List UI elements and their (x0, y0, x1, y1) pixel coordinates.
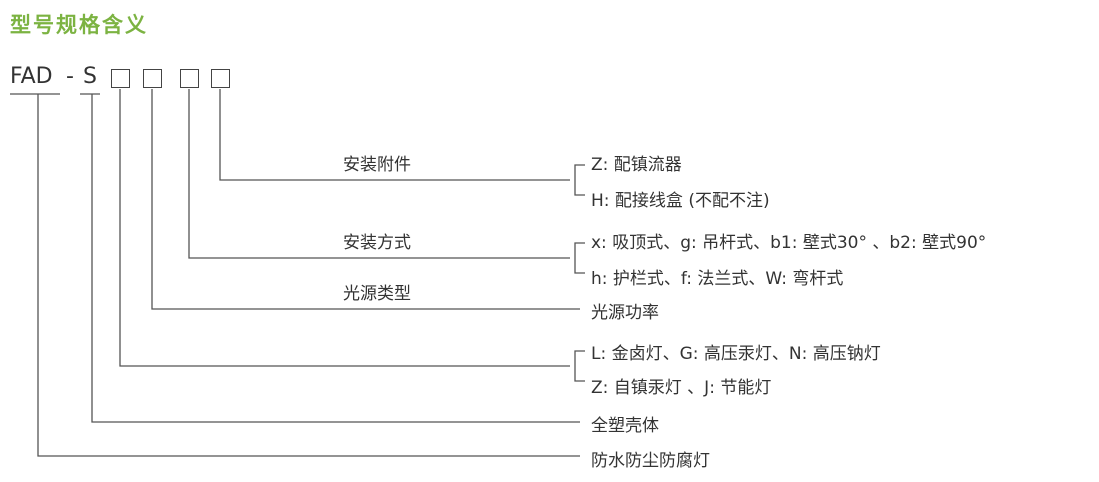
code-series: S (83, 64, 97, 89)
code-slot-wattage-box (143, 69, 162, 88)
connector-wattage (151, 89, 580, 310)
label-light-source-type: 光源类型 (343, 284, 411, 304)
page-title: 型号规格含义 (10, 13, 148, 37)
option-lamp-type: 防水防尘防腐灯 (591, 451, 710, 471)
bracket-light-type (574, 350, 585, 382)
code-slot-mounting-box (180, 69, 199, 88)
code-prefix: FAD (10, 64, 53, 89)
connector-light-type (119, 89, 570, 367)
bracket-mounting (574, 242, 585, 274)
option-accessory-z: Z: 配镇流器 (591, 155, 682, 175)
option-light-type-row2: Z: 自镇汞灯 、J: 节能灯 (591, 378, 772, 398)
option-mounting-row2: h: 护栏式、f: 法兰式、W: 弯杆式 (591, 269, 844, 289)
connector-accessory (219, 89, 570, 181)
code-slot-accessory-box (211, 69, 230, 88)
label-mounting: 安装方式 (343, 233, 411, 253)
connector-mounting (188, 89, 570, 259)
option-accessory-h: H: 配接线盒 (不配不注) (591, 191, 770, 211)
code-slot-light-type-box (111, 69, 130, 88)
connector-prefix (37, 94, 580, 457)
code-dash: - (66, 64, 74, 89)
label-accessory: 安装附件 (343, 155, 411, 175)
option-housing: 全塑壳体 (591, 416, 659, 436)
option-light-type-row1: L: 金卤灯、G: 高压汞灯、N: 高压钠灯 (591, 344, 881, 364)
bracket-accessory (574, 164, 585, 196)
connector-housing (91, 94, 580, 423)
option-wattage: 光源功率 (591, 303, 659, 323)
option-mounting-row1: x: 吸顶式、g: 吊杆式、b1: 壁式30° 、b2: 壁式90° (591, 233, 987, 253)
